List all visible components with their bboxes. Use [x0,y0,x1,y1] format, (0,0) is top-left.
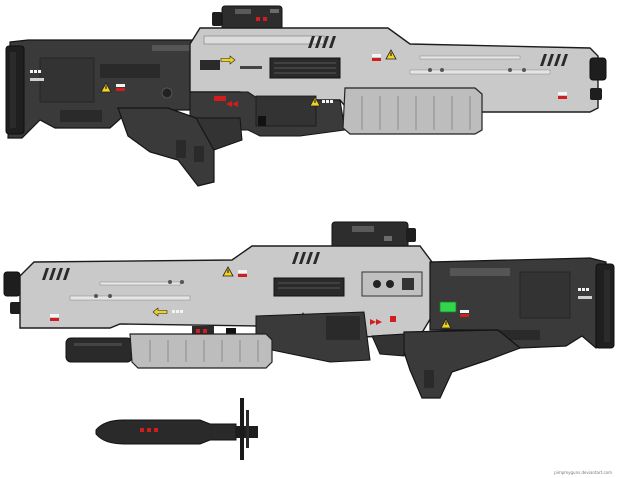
grip-top [117,107,243,187]
stock-bottom [429,257,615,349]
rifle-top [5,5,607,187]
scope-top [212,5,283,31]
grip-bottom [371,329,522,399]
receiver-bottom [19,245,433,363]
barrel-bottom [3,271,22,314]
receiver-top [189,27,599,137]
stock-top [5,39,196,139]
artist-credit: pimpmyguns.deviantart.com [554,470,612,475]
rifle-bottom [3,221,615,399]
grenade-round [95,398,258,460]
barrel-top [589,57,607,100]
underbarrel-launcher [65,333,273,369]
handguard-top [342,87,483,135]
